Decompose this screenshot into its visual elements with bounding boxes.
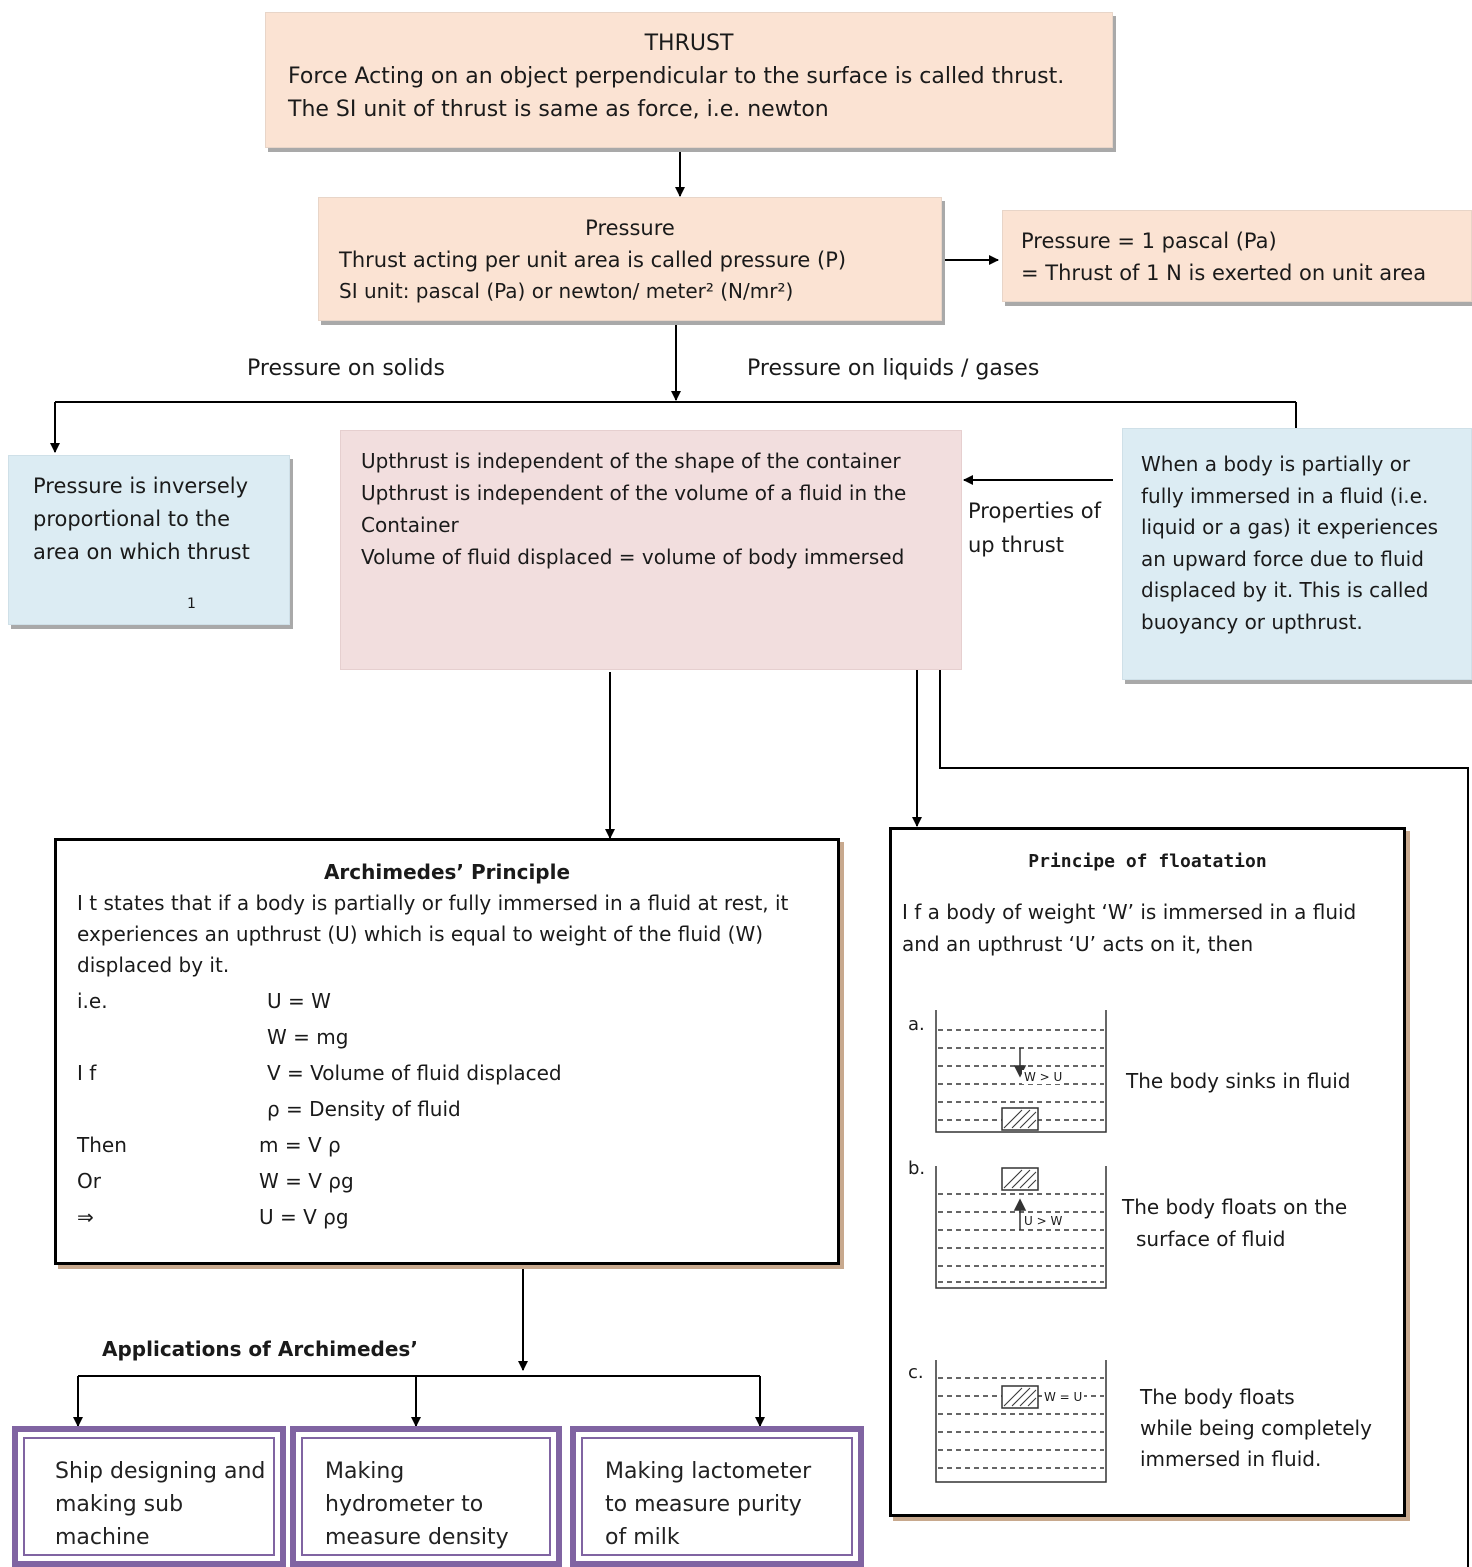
equation-text: U = W — [267, 989, 331, 1013]
pressure-definition: Thrust acting per unit area is called pr… — [339, 248, 847, 272]
upthrust-properties-box: Upthrust is independent of the shape of … — [340, 430, 962, 670]
case-b-inequality: U > W — [1022, 1214, 1065, 1228]
equation-text: V = Volume of fluid displaced — [267, 1061, 562, 1085]
pressure-on-liquids-label: Pressure on liquids / gases — [747, 356, 1040, 381]
case-b-tag: b. — [908, 1158, 926, 1179]
pressure-si-unit: SI unit: pascal (Pa) or newton/ meter² (… — [339, 279, 794, 303]
case-c-suspended-diagram — [935, 1360, 1107, 1483]
buoyancy-box: When a body is partially or fully immers… — [1122, 428, 1472, 680]
app-1-line-2: making sub — [55, 1492, 184, 1517]
equation-text: W = mg — [267, 1025, 349, 1049]
equation-label: Or — [77, 1169, 101, 1193]
case-c-description: The body floats while being completely i… — [1140, 1382, 1372, 1475]
app-3-line-2: to measure purity — [605, 1492, 802, 1517]
case-a-inequality: W > U — [1022, 1070, 1065, 1084]
equation-label: ⇒ — [77, 1205, 94, 1229]
pascal-meaning: = Thrust of 1 N is exerted on unit area — [1021, 261, 1427, 285]
properties-of-upthrust-label: Properties of up thrust — [968, 499, 1102, 557]
property-volume: Upthrust is independent of the volume of… — [361, 481, 907, 505]
case-c-tag: c. — [908, 1362, 924, 1383]
pressure-title: Pressure — [585, 216, 675, 240]
floatation-box: Principe of floatation I f a body of wei… — [889, 827, 1406, 1517]
application-hydrometer: Making hydrometer to measure density — [290, 1426, 562, 1567]
case-b-description-2: surface of fluid — [1136, 1227, 1286, 1251]
floatation-intro-2: and an upthrust ‘U’ acts on it, then — [902, 932, 1254, 956]
thrust-box: THRUST Force Acting on an object perpend… — [265, 12, 1113, 148]
case-c-description-3: immersed in fluid. — [1140, 1447, 1322, 1471]
application-lactometer: Making lactometer to measure purity of m… — [570, 1426, 864, 1567]
equation-text: ρ = Density of fluid — [267, 1097, 461, 1121]
solids-box: Pressure is inversely proportional to th… — [8, 455, 290, 625]
pascal-box: Pressure = 1 pascal (Pa) = Thrust of 1 N… — [1002, 210, 1472, 302]
pressure-box: Pressure Thrust acting per unit area is … — [318, 197, 942, 321]
app-3-line-1: Making lactometer — [605, 1459, 812, 1484]
app-1-line-1: Ship designing and — [55, 1459, 266, 1484]
solids-cut-text: 1 — [187, 596, 196, 612]
applications-title: Applications of Archimedes’ — [102, 1337, 418, 1361]
app-1-line-3: machine — [55, 1525, 150, 1550]
case-a-description: The body sinks in fluid — [1126, 1069, 1351, 1093]
case-b-floating-diagram — [935, 1166, 1107, 1289]
side-line — [939, 647, 1469, 1567]
thrust-title: THRUST — [644, 31, 734, 56]
equation-text: U = V ρg — [259, 1205, 349, 1229]
archimedes-title: Archimedes’ Principle — [323, 860, 571, 884]
archimedes-box: Archimedes’ Principle I t states that if… — [54, 838, 840, 1265]
app-2-line-2: hydrometer to — [325, 1492, 484, 1517]
application-ship: Ship designing and making sub machine — [12, 1426, 286, 1567]
solids-text: Pressure is inversely proportional to th… — [33, 474, 250, 564]
archimedes-statement: I t states that if a body is partially o… — [77, 891, 789, 977]
floatation-title: Principe of floatation — [1028, 851, 1267, 872]
equation-label: Then — [77, 1133, 127, 1157]
thrust-definition: Force Acting on an object perpendicular … — [288, 64, 1065, 89]
case-c-equality: W = U — [1042, 1390, 1085, 1404]
app-2-line-1: Making — [325, 1459, 405, 1484]
pascal-definition: Pressure = 1 pascal (Pa) — [1021, 229, 1277, 253]
property-volume-cont: Container — [361, 513, 459, 537]
equation-label: i.e. — [77, 989, 108, 1013]
equation-text: W = V ρg — [259, 1169, 354, 1193]
case-c-description-2: while being completely — [1140, 1416, 1372, 1440]
buoyancy-text: When a body is partially or fully immers… — [1141, 452, 1439, 634]
case-a-tag: a. — [908, 1014, 925, 1035]
pressure-on-solids-label: Pressure on solids — [247, 356, 445, 381]
app-3-line-3: of milk — [605, 1525, 680, 1550]
case-a-sinking-diagram — [935, 1010, 1107, 1133]
equation-label: I f — [77, 1061, 97, 1085]
equation-text: m = V ρ — [259, 1133, 341, 1157]
floatation-intro-1: I f a body of weight ‘W’ is immersed in … — [902, 900, 1357, 924]
thrust-si-unit: The SI unit of thrust is same as force, … — [288, 97, 829, 122]
app-2-line-3: measure density — [325, 1525, 509, 1550]
property-displaced: Volume of fluid displaced = volume of bo… — [361, 545, 905, 569]
case-c-description-1: The body floats — [1140, 1385, 1295, 1409]
property-shape: Upthrust is independent of the shape of … — [361, 449, 901, 473]
case-b-description-1: The body floats on the — [1122, 1195, 1348, 1219]
